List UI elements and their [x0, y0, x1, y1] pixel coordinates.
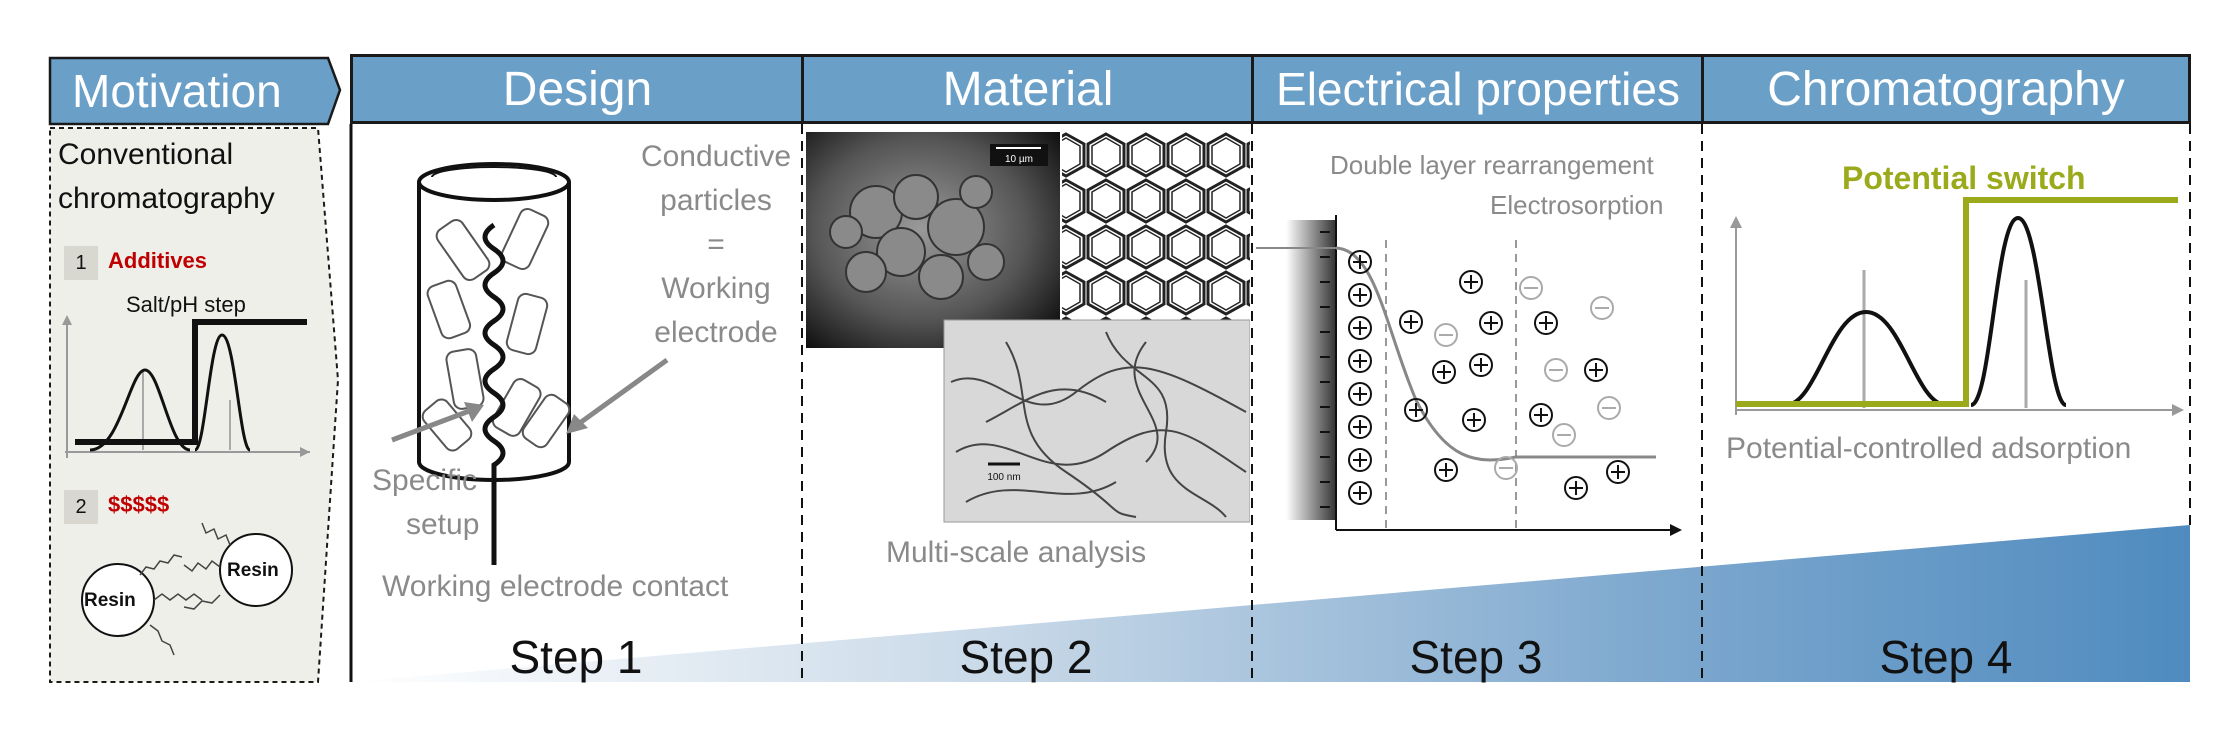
equals-sign: =	[707, 228, 725, 261]
item2-badge: 2	[64, 490, 98, 524]
double-layer-label: Double layer rearrangement	[1330, 150, 1654, 180]
step-2-label: Step 2	[959, 631, 1093, 683]
additives-label: Additives	[108, 248, 208, 273]
potential-switch-chart	[1730, 197, 2184, 416]
resin-right-label: Resin	[227, 560, 279, 581]
motivation-header: Motivation	[72, 65, 282, 117]
material-header: Material	[801, 54, 1255, 124]
specific-setup-line1: Specific	[372, 464, 478, 497]
tem-image	[943, 319, 1250, 523]
electrical-header: Electrical properties	[1251, 54, 1705, 124]
specific-setup-line2: setup	[406, 508, 480, 541]
working-label-line2: electrode	[654, 316, 778, 349]
material-images: 10 µm 100 nm	[806, 132, 1250, 523]
multiscale-caption: Multi-scale analysis	[886, 536, 1147, 569]
step-3-label: Step 3	[1409, 631, 1543, 683]
salt-ph-label: Salt/pH step	[126, 292, 246, 317]
design-header: Design	[350, 54, 805, 124]
panel-frame	[349, 124, 2191, 682]
chromatography-header: Chromatography	[1701, 54, 2191, 124]
resin-illustration	[81, 522, 293, 656]
working-electrode-contact: Working electrode contact	[382, 570, 729, 603]
conductive-label-line2: particles	[660, 184, 772, 217]
cost-label: $$$$$	[108, 492, 170, 517]
electrosorption-label: Electrosorption	[1490, 190, 1664, 220]
resin-left-label: Resin	[84, 590, 136, 611]
conventional-title-line1: Conventional	[58, 138, 234, 171]
potential-switch-label: Potential switch	[1842, 160, 2086, 196]
conventional-title-line2: chromatography	[58, 182, 275, 215]
graphene-structure	[1062, 132, 1250, 322]
step-1-label: Step 1	[509, 631, 643, 683]
column-illustration	[391, 162, 669, 565]
step-4-label: Step 4	[1879, 631, 2013, 683]
potential-adsorption-caption: Potential-controlled adsorption	[1726, 432, 2132, 465]
double-layer-diagram	[1256, 215, 1682, 536]
salt-step-chart	[62, 315, 310, 458]
working-label-line1: Working	[661, 272, 771, 305]
conductive-label-line1: Conductive	[640, 140, 792, 173]
sem-scale-label: 10 µm	[1005, 154, 1033, 165]
item1-badge: 1	[64, 246, 98, 280]
tem-scale-label: 100 nm	[987, 472, 1020, 483]
